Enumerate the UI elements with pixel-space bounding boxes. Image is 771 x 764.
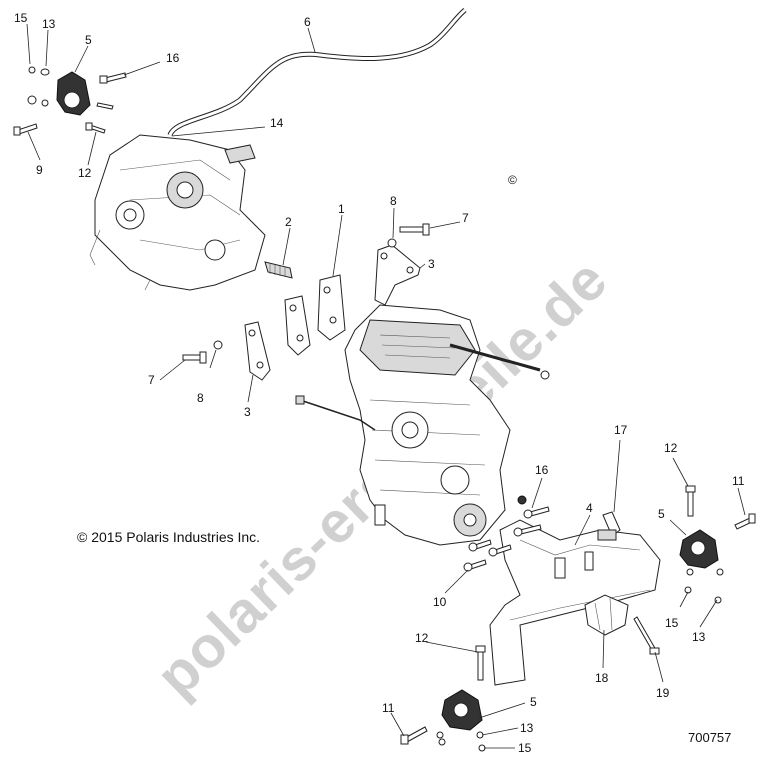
engine-mount-5-right (679, 529, 719, 569)
callout-5-top: 5 (85, 33, 92, 47)
bolt-11-bottom (400, 726, 428, 745)
bolt-19 (633, 616, 660, 655)
breather-hose (167, 8, 467, 137)
callout-19: 19 (656, 686, 670, 700)
mount-plate-2 (284, 295, 311, 356)
mount-plate-1 (317, 274, 346, 341)
callout-13-bottom: 13 (520, 721, 534, 735)
callout-2: 2 (285, 215, 292, 229)
bolt-12-top (85, 122, 106, 134)
nut-15-right (684, 568, 694, 594)
washer-8-upper (387, 238, 397, 248)
callout-16-top: 16 (166, 51, 180, 65)
callout-15-bottom: 15 (518, 741, 532, 755)
leader-lines (26, 23, 746, 749)
callout-5-bottom: 5 (530, 695, 537, 709)
callout-17: 17 (614, 423, 628, 437)
washer-pair-top (27, 95, 49, 107)
diagram-id: 700757 (688, 730, 731, 745)
engine-mount-5-bottom (441, 689, 483, 731)
bolt-12-bottom (475, 645, 486, 681)
callout-12-right: 12 (664, 441, 678, 455)
callout-6: 6 (304, 15, 311, 29)
bolt-small-top (96, 102, 114, 110)
sensor-17 (597, 511, 621, 541)
output-spline (264, 261, 293, 279)
callout-4: 4 (586, 501, 593, 515)
mount-bracket-3-lower (244, 321, 271, 381)
callout-13-top: 13 (42, 17, 56, 31)
callout-1: 1 (338, 202, 345, 216)
engine-mount-5-top (56, 71, 91, 116)
callout-12-top: 12 (78, 166, 92, 180)
callout-8-lower: 8 (197, 391, 204, 405)
callout-9: 9 (36, 163, 43, 177)
callout-11-right: 11 (732, 474, 745, 488)
mount-bracket-3-upper (374, 244, 421, 306)
callout-11-bottom: 11 (382, 701, 395, 715)
washer-13-right (714, 568, 724, 604)
callout-15-top: 15 (14, 11, 28, 25)
callout-12-bottom: 12 (415, 631, 429, 645)
engine (295, 304, 550, 546)
bolt-7-lower (182, 351, 207, 364)
callout-13-right: 13 (692, 630, 706, 644)
callout-15-right: 15 (665, 616, 679, 630)
callout-8-upper: 8 (390, 194, 397, 208)
bolt-16-top (99, 72, 127, 84)
callout-18: 18 (595, 671, 609, 685)
callout-7-upper: 7 (462, 211, 469, 225)
callout-7-lower: 7 (148, 373, 155, 387)
callout-3-lower: 3 (244, 405, 251, 419)
washers-13-15-bottom (436, 731, 486, 752)
callout-5-right: 5 (658, 507, 665, 521)
callout-16-bottom: 16 (535, 463, 549, 477)
transmission-gearcase (89, 134, 266, 291)
bolt-9 (13, 123, 38, 136)
bolts-10-group (463, 495, 550, 572)
copyright-notice: © 2015 Polaris Industries Inc. (77, 529, 260, 545)
registered-mark: © (508, 173, 517, 187)
callout-10: 10 (433, 595, 447, 609)
bolt-7-upper (399, 223, 430, 236)
callout-14: 14 (270, 116, 284, 130)
callout-3-upper: 3 (428, 257, 435, 271)
bolt-11-right (734, 513, 756, 530)
callout-numbers: 15 13 5 16 6 14 9 12 8 7 2 1 3 7 8 3 16 … (14, 11, 745, 755)
washer-8-lower (213, 340, 223, 350)
crossmember-4 (489, 519, 661, 686)
nut-15-top (28, 66, 36, 74)
washer-13-top (40, 68, 50, 76)
clamp-18 (584, 594, 629, 636)
bolt-12-right (685, 485, 696, 517)
